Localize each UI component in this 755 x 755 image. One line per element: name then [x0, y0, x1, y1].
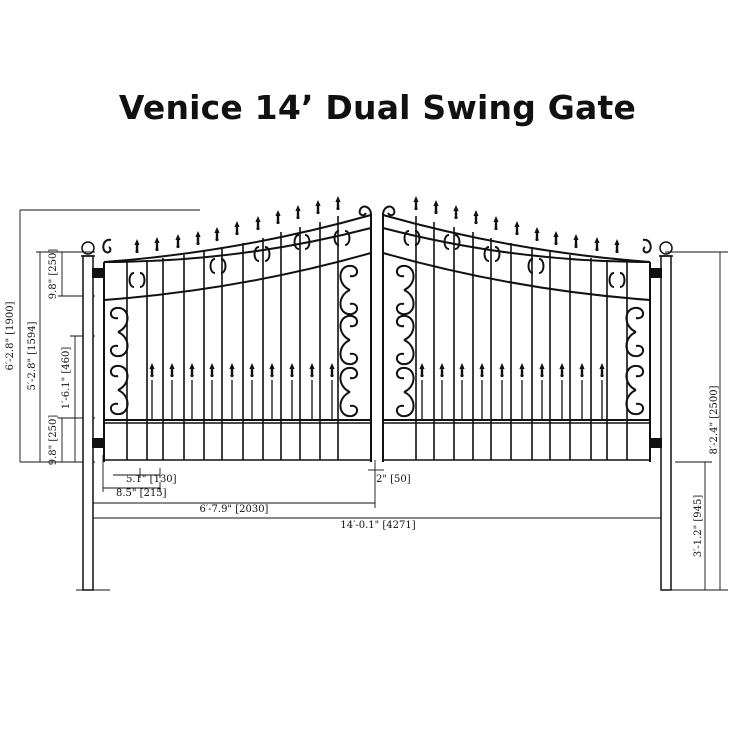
page-title: Venice 14’ Dual Swing Gate — [118, 88, 637, 127]
right-short-pickets — [421, 380, 603, 420]
dim-end-spacing: 8.5" [215] — [116, 488, 167, 499]
left-short-pickets — [151, 380, 333, 420]
right-gate-leaf — [382, 205, 652, 462]
dim-center-gap: 2" [50] — [376, 474, 411, 485]
gate-posts — [81, 241, 673, 591]
right-picket-group — [415, 216, 628, 460]
left-gate-leaf — [102, 205, 372, 462]
dim-post-height: 8′-2.4" [2500] — [709, 385, 720, 454]
dimension-labels: 6′-2.8" [1900] 5′-2.8" [1594] 9.8" [250]… — [5, 249, 720, 558]
dim-post-inground: 3′-1.2" [945] — [693, 495, 704, 558]
dim-arch-gap: 9.8" [250] — [48, 249, 59, 300]
dim-picket-spacing: 5.1" [130] — [126, 474, 177, 485]
finials — [134, 196, 620, 378]
left-picket-group — [126, 216, 339, 460]
dim-gate-height: 5′-2.8" [1594] — [27, 321, 38, 390]
dim-total-height: 6′-2.8" [1900] — [5, 301, 16, 370]
dim-total-width: 14′-0.1" [4271] — [340, 520, 415, 531]
dim-leaf-width: 6′-7.9" [2030] — [200, 504, 269, 515]
dim-bottom-gap: 9.8" [250] — [48, 415, 59, 466]
dim-spike-height: 1′-6.1" [460] — [61, 347, 72, 410]
hinges — [92, 268, 662, 448]
